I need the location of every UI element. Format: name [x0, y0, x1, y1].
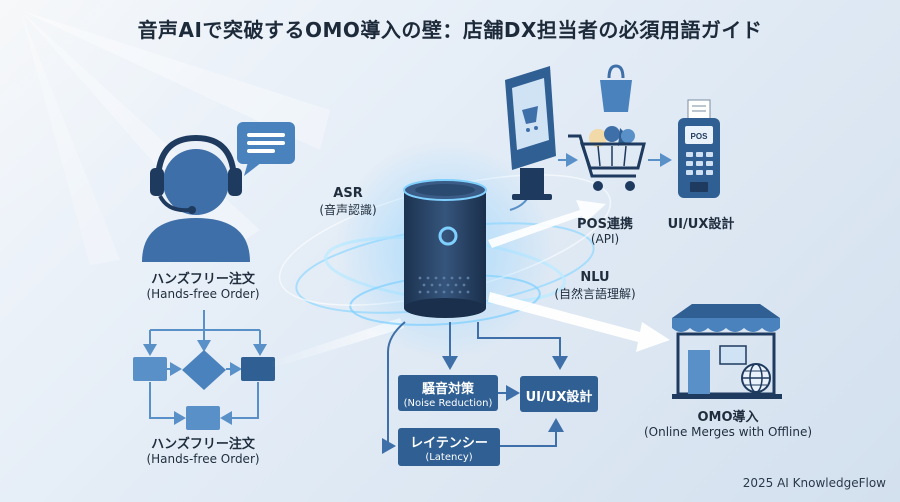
label-main: ハンズフリー注文 [151, 437, 255, 452]
label-main: POS連携 [577, 217, 633, 232]
chat-bubble-icon [237, 122, 295, 176]
process-lines [382, 321, 568, 454]
label-sub: (Online Merges with Offline) [643, 425, 813, 439]
globe-icon [741, 363, 771, 393]
label-handsfree-bottom: ハンズフリー注文 (Hands-free Order) [128, 433, 278, 466]
headset-operator-icon [142, 134, 250, 262]
label-nlu: NLU (自然言語理解) [540, 270, 650, 302]
noise-reduction-label: 騒音対策 (Noise Reduction) [398, 378, 498, 409]
label-main: ハンズフリー注文 [151, 272, 255, 287]
label-pos-link: POS連携 (API) [565, 213, 645, 246]
label-main: UI/UX設計 [667, 217, 735, 232]
label-handsfree-top: ハンズフリー注文 (Hands-free Order) [128, 268, 278, 301]
shopping-bag-icon [600, 64, 632, 112]
label-omo: OMO導入 (Online Merges with Offline) [628, 406, 828, 439]
label-sub: (API) [590, 232, 620, 246]
label-sub: (音声認識) [319, 203, 377, 217]
latency-label: レイテンシー (Latency) [398, 432, 500, 463]
label-sub: (Hands-free Order) [146, 287, 260, 301]
flowchart-nodes [133, 350, 275, 430]
label-sub: (Hands-free Order) [146, 452, 260, 466]
label-main: OMO導入 [697, 410, 759, 425]
latency-box [398, 428, 500, 466]
label-uiux-top: UI/UX設計 [656, 213, 746, 232]
flowchart [143, 310, 267, 425]
uiux-box-label: UI/UX設計 [520, 386, 598, 405]
noise-reduction-box [398, 375, 498, 411]
label-sub: (自然言語理解) [554, 287, 636, 301]
label-main: UI/UX設計 [525, 390, 593, 405]
uiux-design-box [520, 376, 598, 412]
pos-screen-text: POS [691, 132, 709, 141]
kiosk-terminal-icon [505, 66, 556, 200]
storefront-icon [672, 304, 782, 399]
page-title: 音声AIで突破するOMO導入の壁：店舗DX担当者の必須用語ガイド [137, 18, 763, 42]
label-main: NLU [580, 270, 610, 285]
label-asr: ASR (音声認識) [308, 186, 388, 218]
credit-text: 2025 AI KnowledgeFlow [742, 476, 886, 490]
label-main: ASR [333, 186, 363, 201]
label-sub: (Noise Reduction) [403, 398, 493, 409]
label-sub: (Latency) [425, 452, 473, 463]
pos-terminal-icon: POS [678, 99, 720, 198]
label-main: レイテンシー [410, 436, 488, 451]
label-main: 騒音対策 [421, 382, 474, 397]
shopping-cart-icon [568, 126, 646, 191]
